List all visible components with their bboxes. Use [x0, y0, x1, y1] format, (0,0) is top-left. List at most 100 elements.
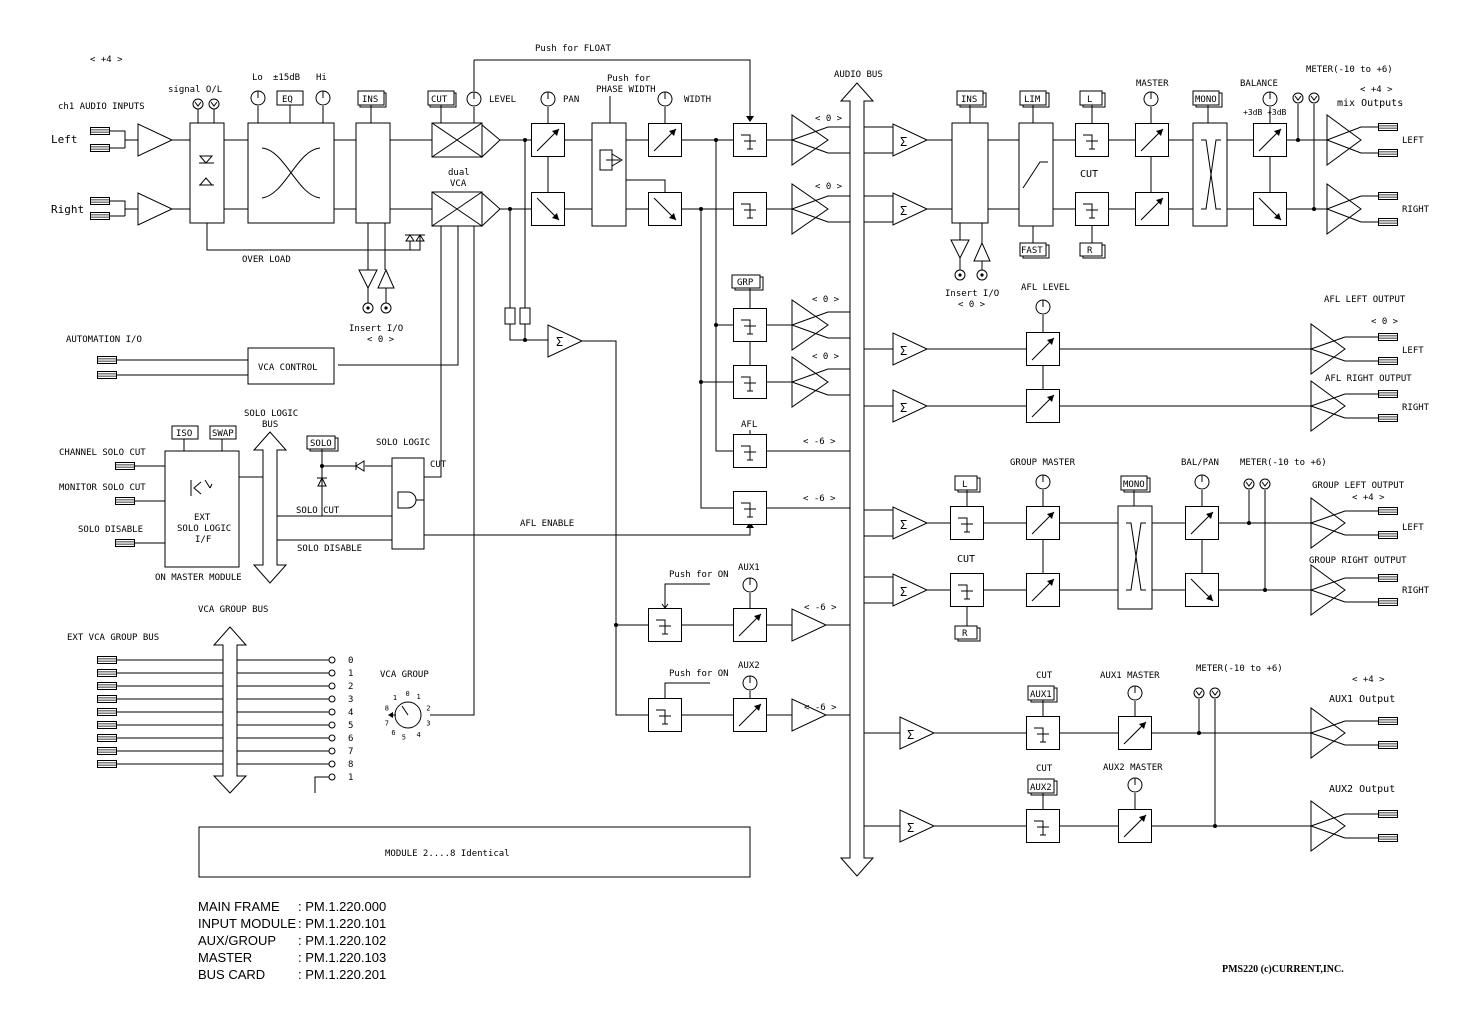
input-section: < +4 > ch1 AUDIO INPUTS Left Right signa…: [51, 55, 425, 265]
group-left-output-label: GROUP LEFT OUTPUT: [1312, 481, 1405, 491]
dial-position-label: 1: [417, 693, 421, 701]
aux1-master-knob[interactable]: [1127, 685, 1143, 701]
master-l-label: L: [1087, 95, 1092, 105]
master-insert-block: [951, 122, 989, 224]
left-input-jack-1: [90, 127, 110, 135]
aux2-knob[interactable]: [742, 675, 758, 691]
iso-button[interactable]: [171, 425, 199, 440]
pan-knob[interactable]: [540, 91, 556, 107]
master-knob[interactable]: [1143, 91, 1159, 107]
insert-io-level: < 0 >: [367, 335, 395, 345]
bus-line-label: 6: [348, 734, 353, 744]
channel-cut-label: CUT: [431, 95, 448, 105]
aux1-cut-button[interactable]: [1027, 685, 1055, 701]
aux-output-section: Σ Σ CUT AUX1 CUT AUX2 AUX1 MASTER AUX2 M…: [864, 664, 1398, 852]
afl-switch-left: [733, 434, 767, 468]
part-number-name: MASTER: [198, 950, 252, 965]
group-cut-right: [950, 573, 984, 607]
aux2-master-knob[interactable]: [1127, 777, 1143, 793]
limiter-block: [1018, 122, 1054, 227]
fast-button[interactable]: [1019, 242, 1047, 257]
mix-right-level: < 0 >: [815, 182, 843, 192]
master-mono-label: MONO: [1195, 95, 1217, 105]
dial-position-label: 4: [417, 731, 421, 739]
overload-label: OVER LOAD: [242, 255, 291, 265]
afl-level-label: AFL LEVEL: [1021, 283, 1070, 293]
afl-output-section: Σ Σ AFL LEVEL AFL LEFT OUTPUT < 0 > AFL …: [864, 283, 1430, 432]
afl-level-knob[interactable]: [1035, 299, 1051, 315]
grp-button[interactable]: [731, 274, 761, 289]
eq-button-label: EQ: [282, 95, 293, 105]
aux2-cut-button[interactable]: [1027, 778, 1055, 794]
bus-line-terminal: [328, 747, 336, 755]
aux1-knob[interactable]: [742, 577, 758, 593]
group-output-section: Σ Σ L CUT R GROUP MASTER MONO BAL/PAN ME…: [864, 458, 1430, 642]
master-section: Σ Σ INS Insert I/O < 0 > LIM FAST L CUT …: [864, 65, 1430, 310]
master-mono-button[interactable]: [1192, 90, 1220, 106]
aux1-master-level: [1118, 716, 1152, 750]
bus-line-label: 2: [348, 682, 353, 692]
balpan-label: BAL/PAN: [1181, 458, 1219, 468]
eq-lo-knob: [250, 90, 266, 106]
master-r-cut-button[interactable]: [1079, 242, 1103, 257]
grp-switch-right: [733, 365, 767, 399]
mix-outputs-label: mix Outputs: [1337, 98, 1403, 109]
balpan-knob[interactable]: [1194, 474, 1210, 490]
part-number-name: AUX/GROUP: [198, 933, 276, 948]
afl-right-out-label: RIGHT: [1402, 403, 1430, 413]
master-label: MASTER: [1136, 79, 1169, 89]
aux2-cut-button-label: AUX2: [1030, 783, 1052, 793]
left-input-jack-2: [90, 144, 110, 152]
push-phase-label-2: PHASE WIDTH: [596, 85, 656, 95]
vca-control-label: VCA CONTROL: [258, 363, 318, 373]
master-l-cut-button[interactable]: [1079, 90, 1103, 106]
audio-bus-label: AUDIO BUS: [834, 70, 883, 80]
group-l-label: L: [962, 480, 967, 490]
level-knob[interactable]: [466, 91, 482, 107]
routing-section: GRP AFL < -6 > < -6 > < 0 > < 0 > < 0 > …: [648, 114, 850, 732]
bus-line-label: 0: [348, 656, 353, 666]
afl-right-output-label: AFL RIGHT OUTPUT: [1325, 374, 1412, 384]
aux2-master-level: [1118, 809, 1152, 843]
group-r-cut-button[interactable]: [954, 625, 978, 640]
dial-position-label: 7: [385, 720, 389, 728]
audio-bus: AUDIO BUS: [834, 70, 883, 877]
aux1-send-level: [733, 608, 767, 642]
balance-knob[interactable]: [1262, 91, 1278, 107]
aux2-send-level-tag: < -6 >: [804, 703, 837, 713]
afl-left-zero: < 0 >: [1371, 317, 1399, 327]
insert-io-label: Insert I/O: [349, 324, 403, 334]
credit-label: PMS220 (c)CURRENT,INC.: [1222, 964, 1344, 975]
aux2-cut-label: CUT: [1036, 764, 1053, 774]
balance-range: +3dB +3dB: [1243, 108, 1287, 117]
ext-vca-group-bus-label: EXT VCA GROUP BUS: [67, 633, 159, 643]
solo-logic-block: [391, 457, 425, 550]
dial-position-label: 5: [402, 734, 406, 742]
swap-button[interactable]: [209, 425, 237, 440]
width-knob[interactable]: [657, 91, 673, 107]
part-number-name: INPUT MODULE: [198, 916, 296, 931]
bus-line-label: 4: [348, 708, 353, 718]
group-right-output-label: GROUP RIGHT OUTPUT: [1309, 556, 1407, 566]
aux2-on-switch[interactable]: [648, 698, 682, 732]
route-cut-left: [733, 123, 767, 157]
left-input-amp: [137, 123, 174, 157]
aux1-cut-button-label: AUX1: [1030, 690, 1052, 700]
balance-left: [1253, 123, 1287, 157]
vca-group-bus: [212, 626, 248, 794]
balance-label: BALANCE: [1240, 79, 1278, 89]
dial-position-label: 6: [391, 729, 395, 737]
aux-plus4: < +4 >: [1352, 675, 1385, 685]
swap-label: SWAP: [212, 429, 234, 439]
balpan-left: [1185, 506, 1219, 540]
aux1-on-switch[interactable]: [648, 608, 682, 642]
group-l-cut-button[interactable]: [954, 475, 978, 491]
group-master-knob[interactable]: [1035, 474, 1051, 490]
dial-position-label: 1: [393, 694, 397, 702]
level-label: LEVEL: [489, 95, 516, 105]
svg-text:Σ: Σ: [900, 518, 907, 532]
group-master-label: GROUP MASTER: [1010, 458, 1076, 468]
